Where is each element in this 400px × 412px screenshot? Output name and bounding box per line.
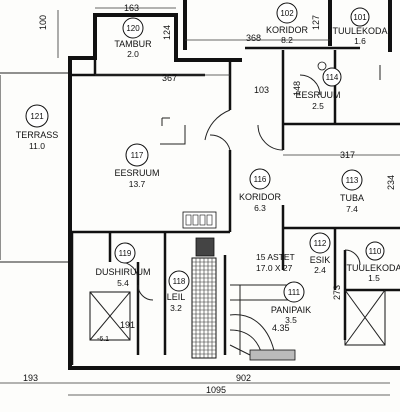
room-120-area: 2.0 [127,49,139,59]
dim-435: 4.35 [272,323,290,333]
room-118-number: 118 [173,277,186,286]
room-110-number: 110 [369,247,382,256]
stair-size-label: 17.0 X 27 [256,263,293,273]
stair-count-label: 15 ASTET [256,252,295,262]
room-119-number: 119 [119,249,132,258]
dim-103: 103 [254,85,269,95]
room-119-area: 5.4 [117,278,129,288]
dim-367: 367 [162,73,177,83]
room-117-name: EESRUUM [114,168,159,178]
dim-234: 234 [386,175,396,190]
dim-317: 317 [340,150,355,160]
dim-1095: 1095 [206,385,226,395]
room-118-area: 3.2 [170,303,182,313]
room-119-name: DUSHIRUUM [96,267,151,277]
room-101-area: 1.6 [354,36,366,46]
dimension-lines [0,7,400,396]
room-111-number: 111 [288,288,301,297]
outer-walls [68,0,400,370]
dim-902: 902 [236,373,251,383]
room-121-name: TERRASS [16,130,59,140]
room-114-area: 2.5 [312,101,324,111]
room-110-area: 1.5 [368,273,380,283]
room-117-area: 13.7 [129,179,146,189]
dim-191: 191 [120,320,135,330]
room-markers [25,2,385,303]
room-121-number: 121 [30,112,44,121]
room-111-name: PANIPAIK [271,305,311,315]
hatched-shafts [89,289,386,346]
doors [119,74,361,301]
room-114-number: 114 [326,73,339,82]
room-120-name: TAMBUR [114,39,152,49]
dim-368: 368 [246,33,261,43]
room-113-area: 7.4 [346,204,358,214]
room-110-name: TUULEKODA [346,263,400,273]
room-116-number: 116 [254,175,267,184]
room-121-area: 11.0 [29,141,45,151]
room-113-number: 113 [346,176,359,185]
room-114-name: EESRUUM [295,90,340,100]
room-112-name: ESIK [310,255,331,265]
dim-273: 273 [332,285,342,300]
room-101-number: 101 [353,13,367,22]
dim-100: 100 [38,15,48,30]
room-101-name: TUULEKODA [332,26,387,36]
room-117-number: 117 [131,151,144,160]
dim-163: 163 [124,3,139,13]
room-102-name: KORIDOR [266,25,309,35]
room-120-number: 120 [126,24,140,33]
room-116-area: 6.3 [254,203,266,213]
room-labels: 120 TAMBUR 2.0 102 KORIDOR 8.2 101 TUULE… [16,9,400,325]
dim-61: -6.1 [97,336,109,343]
dim-127: 127 [311,15,321,30]
room-111-area: 3.5 [285,315,297,325]
room-102-number: 102 [280,9,294,18]
room-112-number: 112 [314,239,327,248]
dim-193: 193 [23,373,38,383]
fixtures [160,61,381,257]
dim-148: 148 [292,81,302,96]
room-118-name: LEIL [167,292,186,302]
dimension-labels: 163 100 124 127 368 367 148 103 317 234 … [23,3,396,395]
stair [229,284,296,361]
dim-124: 124 [162,25,172,40]
room-113-name: TUBA [340,193,364,203]
room-112-area: 2.4 [314,265,326,275]
room-116-name: KORIDOR [239,192,282,202]
room-102-area: 8.2 [281,35,293,45]
terrace-outline [0,72,70,263]
